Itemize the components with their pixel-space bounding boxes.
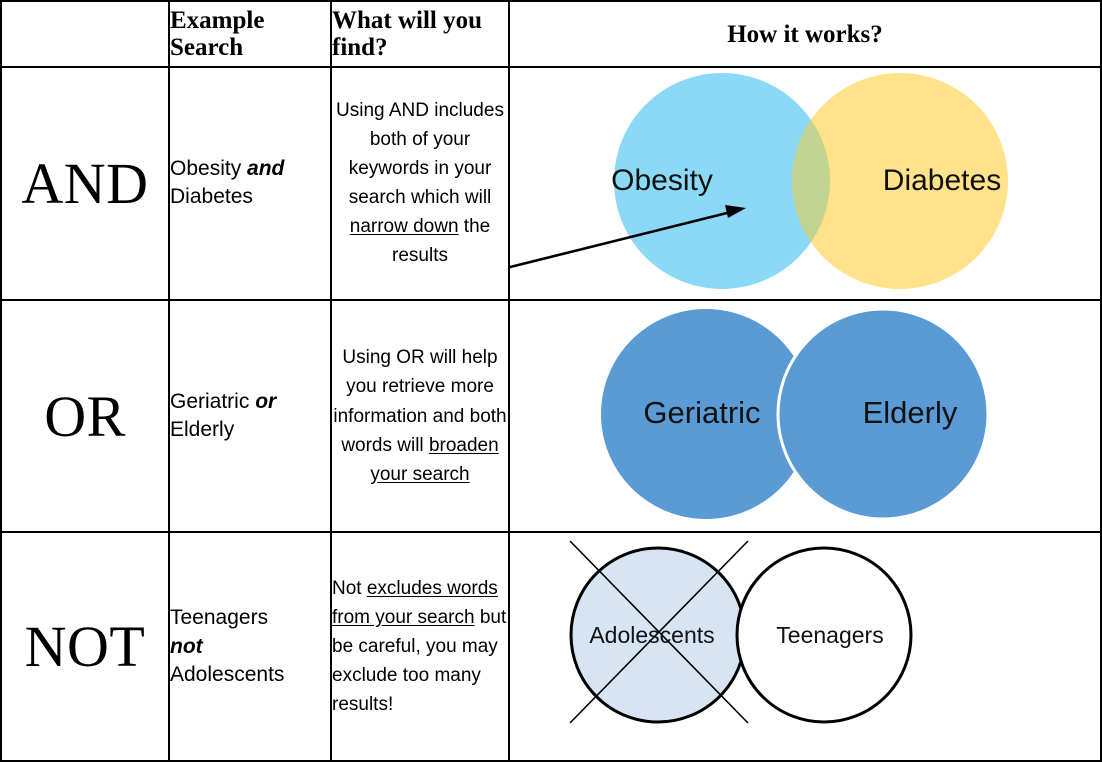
venn-svg-or: Geriatric Elderly <box>601 307 990 521</box>
header-how-it-works: How it works? <box>508 0 1102 68</box>
venn-circle-obesity <box>614 73 830 289</box>
venn-circle-teenagers <box>735 546 913 724</box>
diagram-cell-or: Geriatric Elderly <box>508 298 1102 534</box>
venn-label-adolescents: Adolescents <box>589 622 714 648</box>
description-and-part1: Using AND includes both of your keywords… <box>336 100 504 209</box>
venn-diagram-and: Obesity Diabetes <box>510 68 1100 299</box>
venn-label-geriatric: Geriatric <box>643 395 760 430</box>
venn-diagram-not: Adolescents Teenagers <box>510 533 1100 760</box>
example-search-and: Obesity and Diabetes <box>168 66 332 301</box>
venn-circle-geriatric <box>601 308 811 519</box>
header-operator <box>0 0 170 68</box>
example-not-pre: Teenagers <box>170 606 269 630</box>
diagram-cell-not: Adolescents Teenagers <box>508 531 1102 762</box>
table-row-and: AND Obesity and Diabetes Using AND inclu… <box>0 66 1102 301</box>
example-search-not: Teenagers not Adolescents <box>168 531 332 762</box>
description-not-part2: but be careful, you may exclude too many… <box>332 607 507 716</box>
venn-label-diabetes: Diabetes <box>883 164 1001 197</box>
venn-label-elderly: Elderly <box>863 395 958 430</box>
description-not: Not excludes words from your search but … <box>330 531 510 762</box>
table-header-row: Example Search What will you find? How i… <box>0 0 1102 68</box>
description-or: Using OR will help you retrieve more inf… <box>330 298 510 534</box>
header-example-search: Example Search <box>168 0 332 68</box>
venn-svg-not: Adolescents Teenagers <box>569 540 913 724</box>
venn-circle-diabetes <box>792 73 1008 289</box>
operator-label-or: OR <box>0 298 170 534</box>
example-and-post: Diabetes <box>170 185 253 209</box>
description-and-part2: the results <box>392 216 491 267</box>
description-or-underlined: broaden your search <box>370 434 499 485</box>
operator-label-and: AND <box>0 66 170 301</box>
description-and-underlined: narrow down <box>349 216 459 238</box>
example-or-emphasis: or <box>255 389 277 413</box>
diagram-cell-and: Obesity Diabetes <box>508 66 1102 301</box>
cross-out-mark-icon <box>569 540 749 724</box>
header-what-will-you-find: What will you find? <box>330 0 510 68</box>
venn-label-teenagers: Teenagers <box>776 622 883 648</box>
venn-label-obesity: Obesity <box>611 164 713 197</box>
description-and: Using AND includes both of your keywords… <box>330 66 510 301</box>
example-not-emphasis: not <box>170 634 203 658</box>
table-row-or: OR Geriatric or Elderly Using OR will he… <box>0 298 1102 534</box>
example-or-post: Elderly <box>170 418 235 442</box>
operator-label-not: NOT <box>0 531 170 762</box>
table-row-not: NOT Teenagers not Adolescents Not exclud… <box>0 531 1102 762</box>
example-search-or: Geriatric or Elderly <box>168 298 332 534</box>
venn-svg-and: Obesity Diabetes <box>510 73 1008 289</box>
description-or-part1: Using OR will help you retrieve more inf… <box>333 347 507 456</box>
example-and-emphasis: and <box>247 157 285 180</box>
description-not-part1: Not <box>332 578 367 600</box>
example-and-pre: Obesity <box>170 157 248 180</box>
example-not-post: Adolescents <box>170 662 285 686</box>
example-or-pre: Geriatric <box>170 389 256 413</box>
pointer-arrow-to-overlap <box>510 205 746 269</box>
venn-diagram-or: Geriatric Elderly <box>510 301 1100 532</box>
description-not-underlined: excludes words from your search <box>332 578 498 629</box>
venn-circle-elderly <box>776 307 990 521</box>
